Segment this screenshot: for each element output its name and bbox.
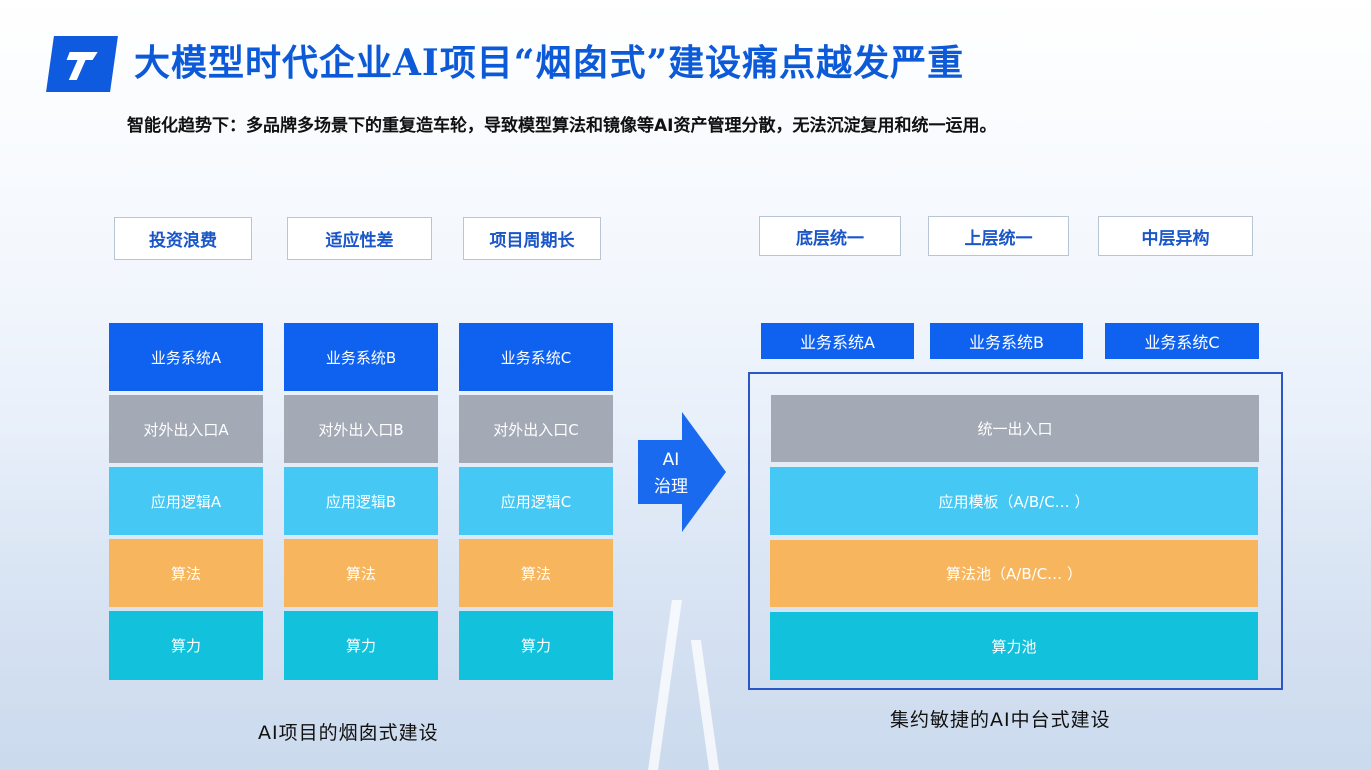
external-entry-block: 对外出入口C	[459, 395, 613, 463]
app-logic-block: 应用逻辑A	[109, 467, 263, 535]
benefit-tag: 中层异构	[1098, 216, 1253, 256]
business-system-block: 业务系统A	[109, 323, 263, 391]
business-system-block: 业务系统A	[761, 323, 914, 359]
left-caption: AI项目的烟囱式建设	[258, 722, 439, 744]
right-caption: 集约敏捷的AI中台式建设	[890, 709, 1111, 731]
business-system-block: 业务系统B	[284, 323, 438, 391]
business-system-block: 业务系统B	[930, 323, 1083, 359]
algorithm-pool-layer: 算法池（A/B/C… ）	[770, 540, 1258, 607]
compute-pool-layer: 算力池	[770, 612, 1258, 680]
compute-block: 算力	[109, 611, 263, 680]
benefit-tag: 底层统一	[759, 216, 901, 256]
compute-block: 算力	[459, 611, 613, 680]
ai-platform-frame	[748, 372, 1283, 690]
page-title: 大模型时代企业AI项目“烟囱式”建设痛点越发严重	[134, 42, 965, 84]
logo-t-mark	[66, 52, 98, 80]
app-template-layer: 应用模板（A/B/C… ）	[770, 467, 1258, 535]
arrow-label-line2: 治理	[654, 477, 688, 497]
unified-entry-layer: 统一出入口	[771, 395, 1259, 462]
page-subtitle: 智能化趋势下：多品牌多场景下的重复造车轮，导致模型算法和镜像等AI资产管理分散，…	[127, 116, 997, 136]
app-logic-block: 应用逻辑C	[459, 467, 613, 535]
external-entry-block: 对外出入口A	[109, 395, 263, 463]
business-system-block: 业务系统C	[1105, 323, 1259, 359]
pain-point-tag: 投资浪费	[114, 217, 252, 260]
pain-point-tag: 项目周期长	[463, 217, 601, 260]
app-logic-block: 应用逻辑B	[284, 467, 438, 535]
external-entry-block: 对外出入口B	[284, 395, 438, 463]
business-system-block: 业务系统C	[459, 323, 613, 391]
algorithm-block: 算法	[109, 539, 263, 607]
ai-governance-arrow-icon	[638, 412, 726, 532]
pain-point-tag: 适应性差	[287, 217, 432, 260]
algorithm-block: 算法	[284, 539, 438, 607]
benefit-tag: 上层统一	[928, 216, 1069, 256]
algorithm-block: 算法	[459, 539, 613, 607]
arrow-label-line1: AI	[662, 450, 680, 470]
logo-icon	[46, 36, 118, 92]
compute-block: 算力	[284, 611, 438, 680]
